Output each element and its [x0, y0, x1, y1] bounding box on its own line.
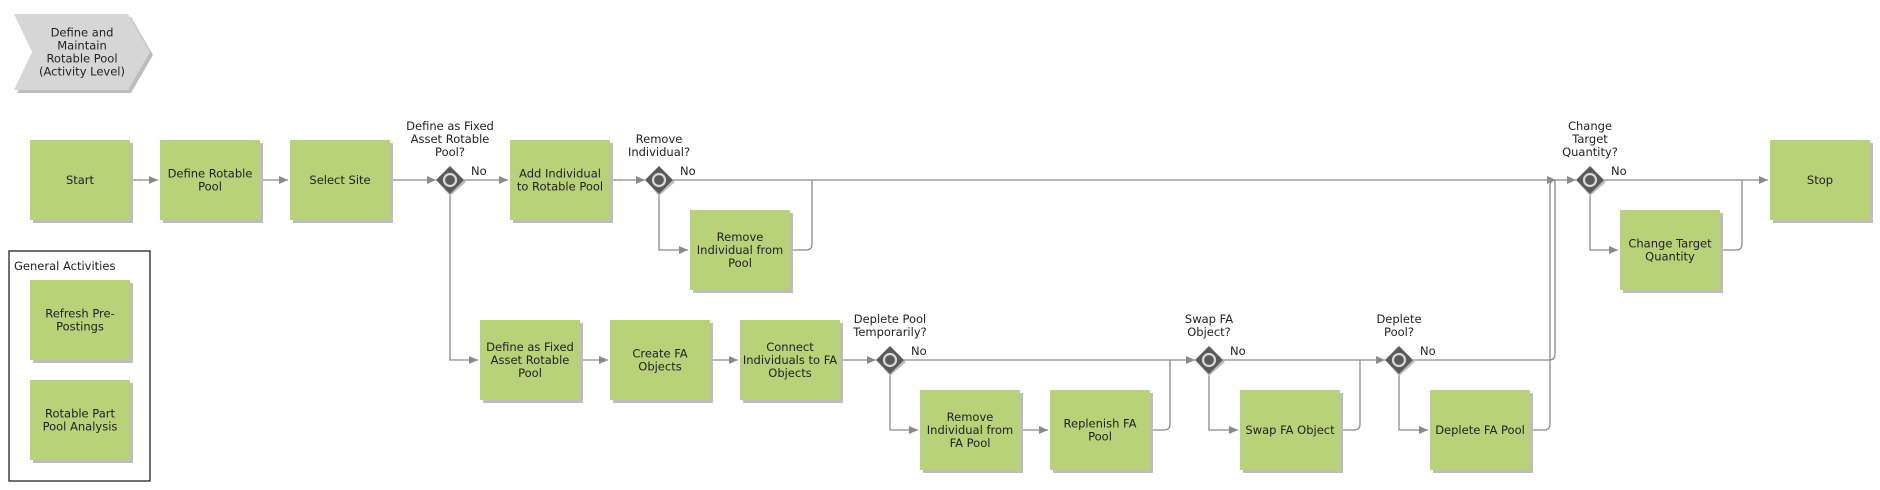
gateway-branch-label: No	[1611, 164, 1627, 178]
activity-label: Start	[66, 173, 95, 187]
connector-line	[889, 374, 918, 434]
connector-line	[1208, 374, 1238, 434]
activity-label: Swap FA Object	[1245, 423, 1335, 437]
gateway-circle-icon	[882, 352, 898, 368]
gateway-branch-label: No	[1420, 344, 1436, 358]
gateway-branch-label: No	[680, 164, 696, 178]
gateway-circle-icon	[651, 172, 667, 188]
activity-label: Deplete FA Pool	[1435, 423, 1525, 437]
connector-line	[1589, 194, 1618, 254]
connectors-layer	[130, 176, 1768, 434]
activity-deplete-fa-pool[interactable]: Deplete FA Pool	[1430, 390, 1533, 473]
connector-line	[449, 194, 478, 364]
connector-line	[1340, 360, 1361, 431]
connector-line	[1398, 374, 1428, 434]
gateway-circle-icon	[1582, 172, 1598, 188]
connector-line	[658, 194, 688, 254]
gateway-branch-label: No	[471, 164, 487, 178]
activity-stop[interactable]: Stop	[1770, 140, 1873, 223]
gateway-circle-icon	[1201, 352, 1217, 368]
activity-label: Select Site	[309, 173, 370, 187]
gateway-branch-label: No	[911, 344, 927, 358]
gateway-diamond	[1385, 346, 1413, 374]
activity-label: Refresh Pre-Postings	[45, 307, 115, 334]
gateway-branch-label: No	[1230, 344, 1246, 358]
activity-label: Stop	[1807, 173, 1833, 187]
connector-line	[1413, 180, 1556, 361]
gateway-diamond	[436, 166, 464, 194]
process-step-shape	[14, 14, 150, 90]
activity-refresh-prepostings[interactable]: Refresh Pre-Postings	[30, 280, 133, 363]
gateway-diamond	[1576, 166, 1604, 194]
connector-line	[1530, 176, 1557, 431]
connector-line	[790, 180, 813, 251]
activity-swap-fa-object[interactable]: Swap FA Object	[1240, 390, 1343, 473]
general-activities-title: General Activities	[14, 259, 115, 273]
gateway-circle-icon	[442, 172, 458, 188]
connector-line	[1150, 360, 1171, 431]
gateway-diamond	[645, 166, 673, 194]
activity-select-site[interactable]: Select Site	[290, 140, 393, 223]
gateway-diamond	[876, 346, 904, 374]
gateway-circle-icon	[1391, 352, 1407, 368]
general-activities-panel: General Activities	[8, 250, 151, 482]
gateway-diamond	[1195, 346, 1223, 374]
connector-line	[1720, 180, 1743, 251]
activity-start[interactable]: Start	[30, 140, 133, 223]
